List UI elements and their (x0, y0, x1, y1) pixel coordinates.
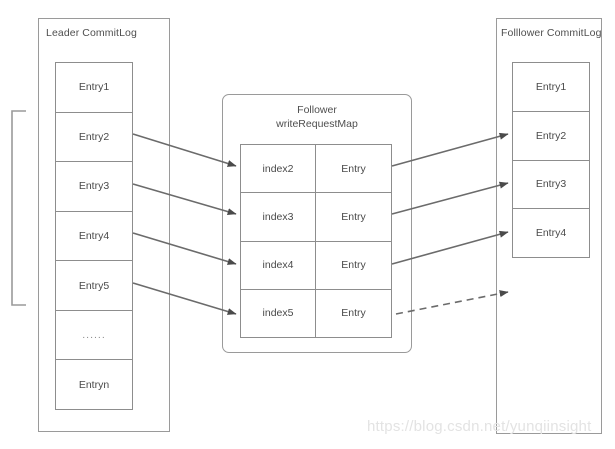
leader-entry-column: Entry1 Entry2 Entry3 Entry4 Entry5 .....… (55, 62, 133, 410)
follower-commitlog-panel (496, 18, 602, 434)
table-row: index2 Entry (241, 145, 391, 194)
follower-writerequestmap-panel: Follower writeRequestMap (222, 94, 412, 353)
table-cell-value: Entry (341, 307, 366, 320)
leader-entry-cell: Entry2 (56, 113, 132, 163)
arrow-map-to-follower-pending (395, 290, 509, 315)
table-cell-value: Entry (341, 210, 366, 223)
table-cell-key: index2 (241, 145, 316, 193)
follower-entry-column: Entry1 Entry2 Entry3 Entry4 (512, 62, 590, 258)
writerequestmap-table: index2 Entry index3 Entry index4 Entry i… (240, 144, 392, 338)
leader-entry-cell-ellipsis: ...... (56, 311, 132, 361)
watermark-text: https://blog.csdn.net/yunqiinsight (367, 418, 592, 435)
leader-entry-cell: Entry3 (56, 162, 132, 212)
follower-writerequestmap-title-line2: writeRequestMap (276, 118, 358, 130)
table-row: index4 Entry (241, 241, 391, 290)
table-cell-key: index5 (241, 289, 316, 337)
follower-entry-cell: Entry4 (535, 227, 567, 240)
follower-commitlog-title: Folllower CommitLog (501, 27, 602, 39)
follower-entry-cell: Entry3 (513, 161, 589, 210)
table-cell-key: index3 (241, 193, 316, 241)
leader-commitlog-panel (38, 18, 170, 432)
leader-entry-cell: Entryn (78, 378, 110, 391)
table-row: index3 Entry (241, 193, 391, 242)
leader-entry-cell: Entry4 (56, 212, 132, 262)
follower-entry-cell: Entry1 (513, 63, 589, 112)
leader-entry-cell: Entry5 (56, 261, 132, 311)
table-cell-value: Entry (341, 162, 366, 175)
leader-entry-cell: Entry1 (56, 63, 132, 113)
table-cell-key: index4 (241, 241, 316, 289)
leader-range-bracket (11, 110, 26, 306)
table-row: index5 Entry (241, 289, 391, 337)
leader-commitlog-title: Leader CommitLog (46, 27, 137, 39)
table-cell-value: Entry (341, 259, 366, 272)
follower-writerequestmap-title-line1: Follower (297, 104, 337, 116)
follower-entry-cell: Entry2 (513, 112, 589, 161)
